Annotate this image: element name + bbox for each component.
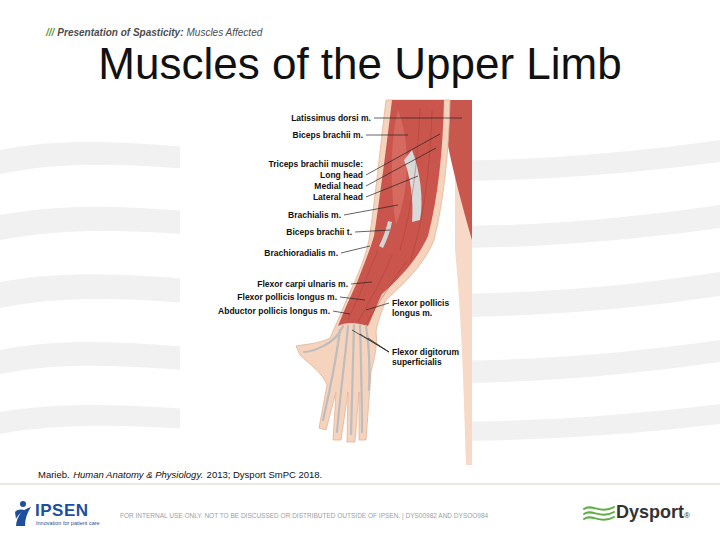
muscle-fibres (348, 108, 432, 324)
wave-line (584, 517, 614, 520)
muscle-label: Biceps brachii t. (286, 227, 352, 237)
symbol-head (20, 501, 26, 507)
dysport-waves (584, 507, 614, 520)
wave-line (584, 512, 614, 515)
company-logo-text: IPSEN (35, 501, 89, 520)
symbol-body (16, 507, 31, 526)
muscle-label: Flexor digitorum superficialis (392, 347, 468, 367)
fibre-line (358, 255, 392, 322)
leader-line (366, 135, 408, 136)
leader-line (374, 118, 462, 119)
fibre-line (348, 250, 378, 320)
tendon (360, 325, 362, 432)
leader-line (366, 148, 436, 186)
muscle-label: Flexor pollicis longus m. (237, 292, 337, 302)
citation-line: Marieb.Human Anatomy & Physiology. 2013; … (38, 469, 322, 480)
company-tagline: Innovation for patient care (36, 520, 100, 527)
arm-skin (296, 100, 450, 442)
leader-line (340, 297, 365, 300)
slide-title: Muscles of the Upper Limb (0, 38, 720, 90)
tendon (323, 330, 340, 420)
leader-line (333, 311, 350, 314)
citation-sources: 2013; Dysport SmPC 2018. (207, 469, 323, 480)
muscle-label: Flexor pollicis longus m. (392, 298, 458, 318)
section-name: Presentation of Spasticity: (57, 27, 183, 38)
hand-tendons (304, 325, 369, 434)
muscle-label: Abductor pollicis longus m. (218, 306, 330, 316)
brand-name: Dysport (616, 501, 684, 523)
muscle-label: Biceps brachii m. (293, 130, 363, 140)
biceps-tendon (379, 221, 392, 248)
section-subtitle: Muscles Affected (186, 27, 262, 38)
citation-book: Human Anatomy & Physiology. (73, 469, 203, 480)
symbol-arm (15, 510, 26, 519)
muscle-label: Medial head (314, 181, 363, 191)
leader-line (366, 134, 440, 175)
section-header: ///Presentation of Spasticity:Muscles Af… (46, 27, 262, 38)
footer-rule (0, 484, 720, 485)
registered-mark: ® (684, 510, 690, 522)
muscle-label: Long head (320, 170, 363, 180)
dysport-logo: Dysport® (616, 501, 690, 523)
muscle-label: Brachialis m. (288, 210, 341, 220)
section-slashes: /// (46, 27, 54, 38)
tendon (366, 326, 369, 390)
leader-line (351, 282, 372, 284)
muscle-label: Latissimus dorsi m. (291, 113, 371, 123)
fibre-line (410, 110, 432, 262)
leader-line (366, 176, 418, 197)
leader-line (360, 334, 389, 352)
muscle-label: Flexor carpi ulnaris m. (257, 279, 348, 289)
wave-line (584, 507, 614, 510)
ipsen-symbol (15, 501, 31, 526)
illustration-panel (180, 100, 472, 465)
leader-line (355, 230, 390, 232)
muscle-label: Brachioradialis m. (264, 248, 338, 258)
tendon (351, 325, 354, 434)
leader-line (368, 338, 389, 352)
leader-line (341, 246, 370, 253)
leader-line (344, 205, 398, 215)
muscle-label: Lateral head (313, 192, 363, 202)
leader-line (352, 330, 389, 352)
muscle-label: Triceps brachii muscle: (269, 159, 363, 169)
citation-author: Marieb. (38, 469, 70, 480)
biceps-belly (392, 110, 407, 225)
leader-line (366, 303, 389, 310)
leader-lines (333, 118, 462, 352)
footer-notice: FOR INTERNAL USE ONLY. NOT TO BE DISCUSS… (120, 512, 488, 520)
